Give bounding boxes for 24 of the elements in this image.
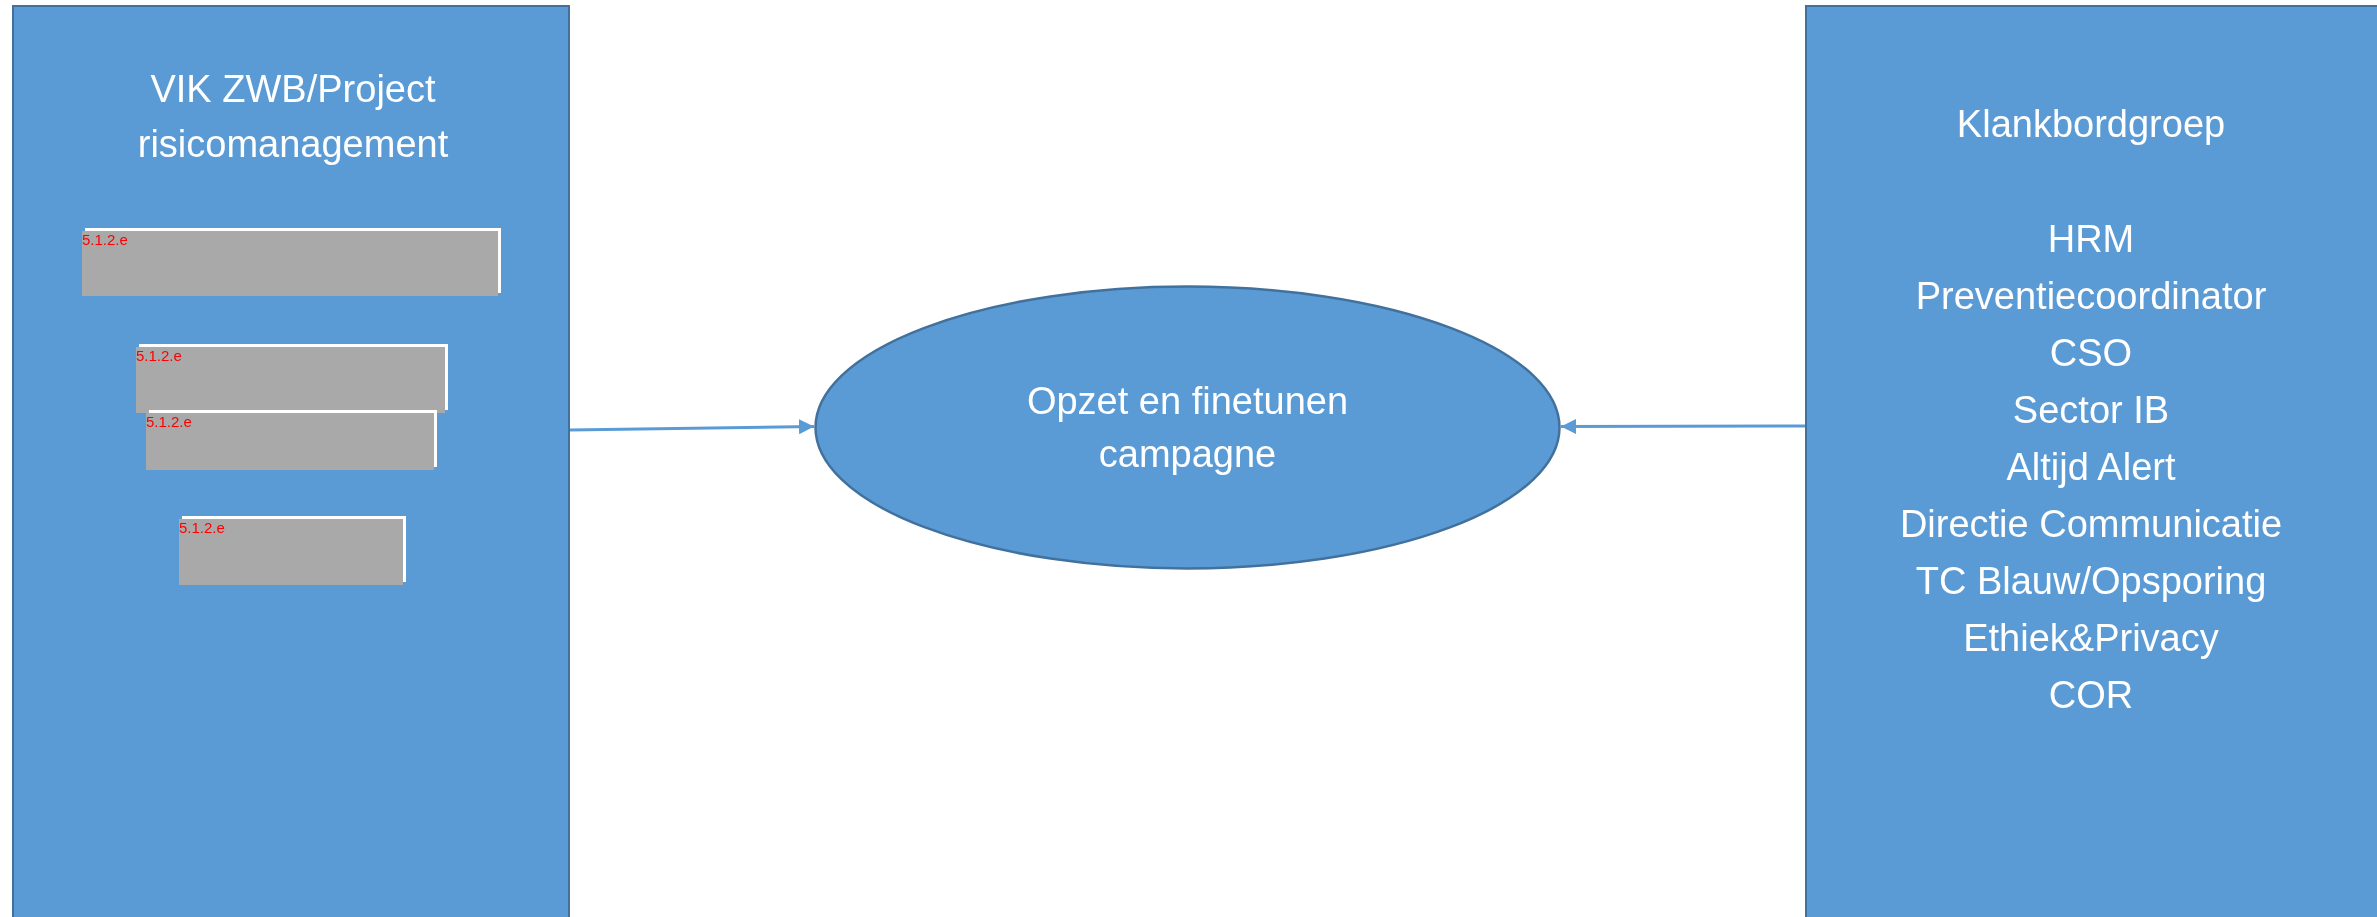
panel-heading: Klankbordgroep (1955, 102, 2227, 147)
arrow (569, 419, 815, 435)
redaction-code: 5.1.2.e (146, 413, 192, 430)
member-name: Ethiek&Privacy (1962, 616, 2220, 661)
member-name: HRM (2046, 217, 2136, 262)
member-name: Sector IB (2011, 388, 2171, 433)
member-name: Preventiecoordinator (1914, 274, 2268, 319)
redaction-code: 5.1.2.e (136, 347, 182, 364)
arrow (1561, 419, 1805, 435)
redacted-block (136, 347, 445, 413)
member-name: Altijd Alert (2005, 445, 2177, 490)
group-panel (12, 5, 570, 917)
member-name: TC Blauw/Opsporing (1914, 559, 2268, 604)
redacted-block (146, 413, 434, 470)
process-label: Opzet en finetunen campagne (1025, 379, 1350, 477)
redaction-code: 5.1.2.e (179, 519, 225, 536)
redaction-code: 5.1.2.e (82, 231, 128, 248)
redacted-block (82, 231, 498, 296)
panel-heading: VIK ZWB/Project risicomanagement (136, 67, 450, 167)
redacted-block (179, 519, 403, 585)
member-name: Directie Communicatie (1898, 502, 2284, 547)
member-name: CSO (2048, 331, 2134, 376)
group-panel (1805, 5, 2377, 917)
member-name: COR (2047, 673, 2135, 718)
